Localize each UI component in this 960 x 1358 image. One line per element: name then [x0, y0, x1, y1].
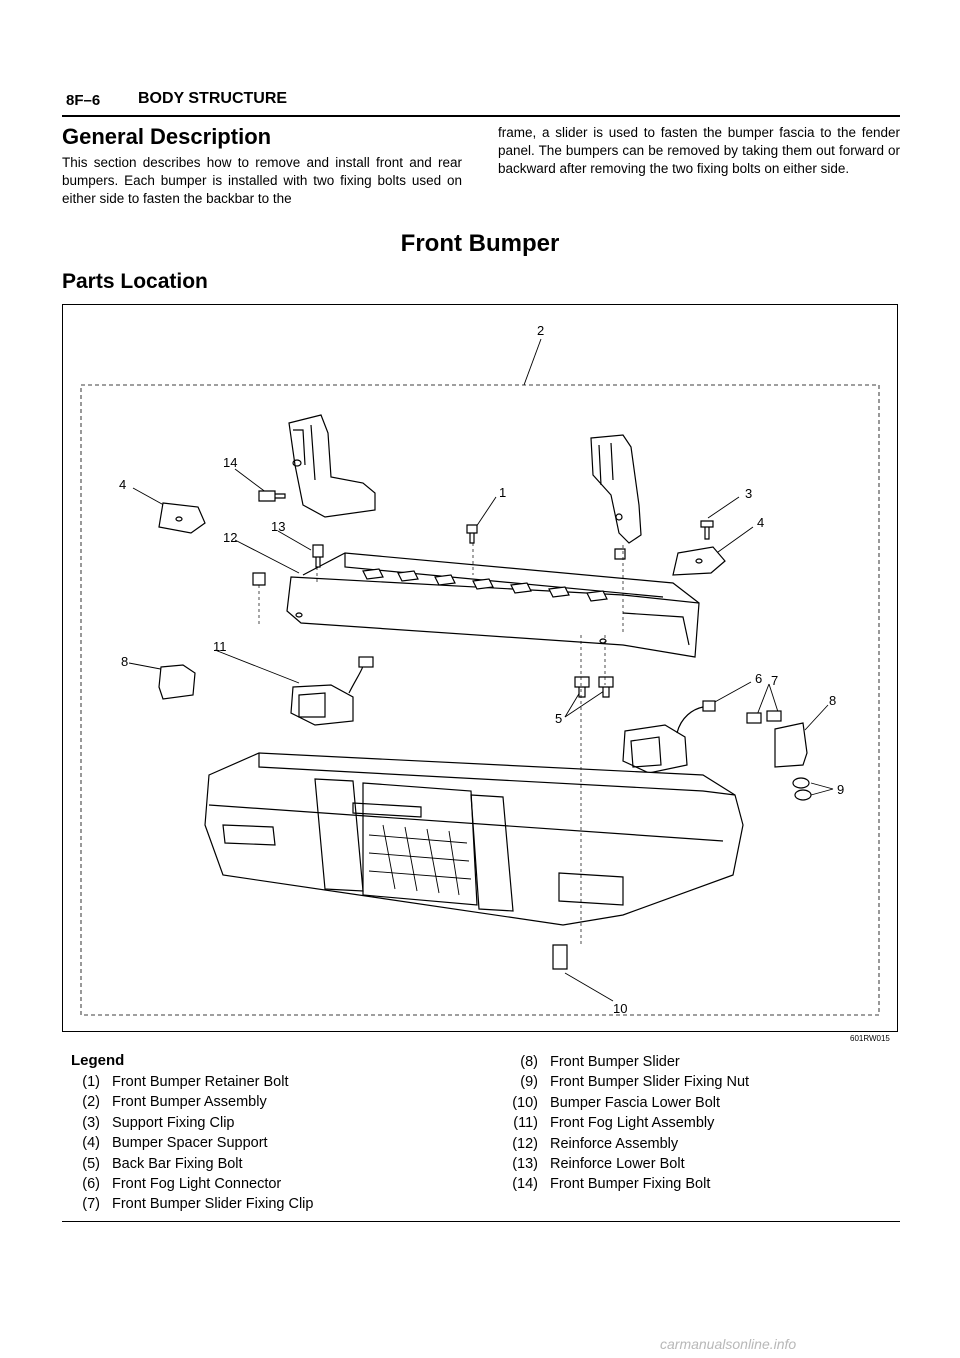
legend-item: (12)Reinforce Assembly: [512, 1135, 679, 1152]
upper-bracket-left: [288, 414, 376, 518]
upper-bracket-right: [590, 434, 642, 544]
retainer-bolt-1: [466, 524, 478, 544]
leader-lines: [128, 338, 834, 1002]
general-description-text-left: This section describes how to remove and…: [62, 155, 462, 206]
legend-item: (7)Front Bumper Slider Fixing Clip: [82, 1196, 314, 1213]
callout-4-right: 4: [757, 515, 764, 530]
callouts: 2 14 4 1 3 13 12 4 8 11 6 7 8 5 9 10: [119, 323, 844, 1016]
callout-5: 5: [555, 711, 562, 726]
legend-title: Legend: [71, 1052, 125, 1069]
callout-3: 3: [745, 486, 752, 501]
slider-nut-9a: [792, 777, 810, 789]
general-description-text-right: frame, a slider is used to fasten the bu…: [498, 125, 900, 176]
callout-4-left: 4: [119, 477, 126, 492]
spacer-hole-right: [695, 558, 703, 564]
back-bar-bolt-5a: [574, 676, 590, 698]
legend-column-right: (8)Front Bumper Slider (9)Front Bumper S…: [498, 1052, 749, 1195]
callout-14: 14: [223, 455, 237, 470]
bumper-slider-left: [158, 664, 196, 700]
parts-diagram: 2 14 4 1 3 13 12 4 8 11 6 7 8 5 9 10: [62, 304, 898, 1032]
section-title: BODY STRUCTURE: [138, 90, 288, 107]
parts-location-heading: Parts Location: [62, 270, 208, 293]
slider-clip-b: [766, 710, 782, 722]
callout-10: 10: [613, 1001, 627, 1016]
legend-item: (2)Front Bumper Assembly: [82, 1094, 267, 1111]
spacer-hole-left: [175, 516, 183, 522]
page-number: 8F–6: [66, 92, 101, 109]
fog-light-right: [622, 700, 716, 774]
nut-right: [614, 548, 626, 560]
legend-item: (14)Front Bumper Fixing Bolt: [512, 1176, 711, 1193]
reinforce-assembly: [286, 552, 700, 658]
callout-6: 6: [755, 671, 762, 686]
callout-7: 7: [771, 673, 778, 688]
fascia-lower-bolt-10: [552, 944, 568, 970]
figure-id: 601RW015: [850, 1034, 890, 1043]
watermark: carmanualsonline.info: [660, 1336, 797, 1352]
slider-clip-a: [746, 712, 762, 724]
callout-11: 11: [213, 639, 227, 654]
legend-item: (3)Support Fixing Clip: [82, 1114, 235, 1131]
fog-light-left: [290, 656, 374, 726]
general-description-heading: General Description: [62, 124, 272, 149]
legend-item: (8)Front Bumper Slider: [520, 1054, 680, 1070]
legend-item: (6)Front Fog Light Connector: [82, 1176, 282, 1193]
slider-nut-9b: [794, 789, 812, 801]
spacer-support-right: [672, 546, 726, 576]
legend-item: (9)Front Bumper Slider Fixing Nut: [520, 1074, 750, 1091]
nut-left: [252, 572, 266, 586]
legend-item: (4)Bumper Spacer Support: [82, 1135, 268, 1152]
bolts: [252, 490, 812, 970]
back-bar-bolt-5b: [598, 676, 614, 698]
callout-8-left: 8: [121, 654, 128, 669]
guide-lines: [258, 543, 624, 945]
callout-12: 12: [223, 530, 237, 545]
legend-item: (5)Back Bar Fixing Bolt: [82, 1155, 243, 1172]
assembly-boundary: [80, 384, 880, 1016]
callout-1: 1: [499, 485, 506, 500]
legend-item: (1)Front Bumper Retainer Bolt: [82, 1074, 289, 1090]
callout-9: 9: [837, 782, 844, 797]
footer-rule: [62, 1221, 900, 1222]
bumper-fascia: [204, 752, 744, 926]
front-bumper-heading: Front Bumper: [400, 230, 560, 257]
bumper-slider-right: [774, 722, 808, 768]
legend-item: (10)Bumper Fascia Lower Bolt: [512, 1094, 721, 1111]
support-fixing-clip-3: [700, 520, 714, 540]
reinforce-lower-bolt-13: [312, 544, 324, 568]
header-rule: [62, 115, 900, 117]
legend-item: (11)Front Fog Light Assembly: [513, 1115, 715, 1132]
legend-item: (13)Reinforce Lower Bolt: [512, 1156, 685, 1173]
callout-8-right: 8: [829, 693, 836, 708]
legend-column-left: (1)Front Bumper Retainer Bolt (2)Front B…: [60, 1072, 313, 1215]
fixing-bolt-14: [258, 490, 286, 502]
callout-2: 2: [537, 323, 544, 338]
callout-13: 13: [271, 519, 285, 534]
